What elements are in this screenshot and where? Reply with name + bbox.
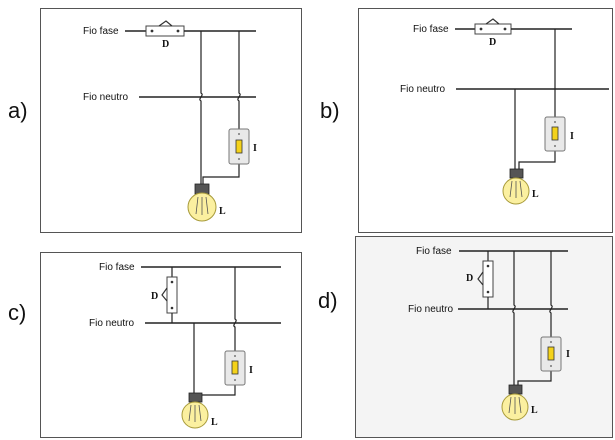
switch-lamp-wire [202, 164, 240, 184]
panel-c: Fio fase D Fio neutro [40, 252, 302, 438]
lamp-label: L [531, 405, 538, 416]
panel-b-letter: b) [320, 98, 340, 123]
lamp-label: L [532, 189, 539, 200]
switch-feed-wire [233, 267, 237, 351]
switch-label: I [249, 365, 253, 376]
phase-label: Fio fase [413, 24, 449, 35]
lamp [181, 392, 209, 429]
switch [224, 350, 246, 386]
lamp-label: L [219, 206, 226, 217]
breaker [145, 20, 185, 37]
neutral-label: Fio neutro [89, 318, 134, 329]
neutral-label: Fio neutro [408, 304, 453, 315]
breaker-label: D [489, 37, 496, 48]
neutral-label: Fio neutro [83, 92, 128, 103]
switch-label: I [570, 131, 574, 142]
panel-c-letter: c) [8, 300, 27, 325]
switch-feed-wire [549, 251, 553, 337]
breaker-label: D [466, 273, 473, 284]
switch [540, 336, 562, 372]
phase-label: Fio fase [83, 26, 119, 37]
panel-d-letter: d) [318, 288, 338, 313]
lamp-phase-wire [199, 31, 203, 184]
panel-a: Fio fase D Fio neutro [40, 8, 302, 233]
breaker-label: D [162, 39, 169, 50]
lamp [501, 384, 529, 421]
breaker [161, 276, 178, 314]
switch [544, 116, 566, 152]
panel-a-letter: a) [8, 98, 28, 123]
switch-lamp-wire [518, 151, 556, 169]
switch-lamp-wire [198, 385, 236, 399]
panel-a-diagram: Fio fase D Fio neutro [83, 20, 257, 222]
lamp [187, 183, 217, 222]
panel-b: Fio fase D Fio neutro [358, 8, 613, 233]
switch-feed-wire [237, 31, 241, 129]
switch-lamp-wire [517, 371, 552, 385]
panel-d-diagram: Fio fase D Fio neutro [408, 246, 570, 421]
switch [228, 128, 250, 165]
phase-label: Fio fase [416, 246, 452, 257]
breaker [477, 260, 494, 298]
phase-label: Fio fase [99, 262, 135, 273]
switch-label: I [566, 349, 570, 360]
panel-c-diagram: Fio fase D Fio neutro [89, 262, 281, 429]
panel-b-diagram: Fio fase D Fio neutro [400, 18, 609, 205]
switch-label: I [253, 143, 257, 154]
lamp-phase-wire [512, 251, 516, 385]
lamp-label: L [211, 417, 218, 428]
breaker-label: D [151, 291, 158, 302]
breaker [474, 18, 512, 35]
panel-d: Fio fase D Fio neutro [355, 236, 613, 438]
neutral-label: Fio neutro [400, 84, 445, 95]
lamp [502, 168, 530, 205]
